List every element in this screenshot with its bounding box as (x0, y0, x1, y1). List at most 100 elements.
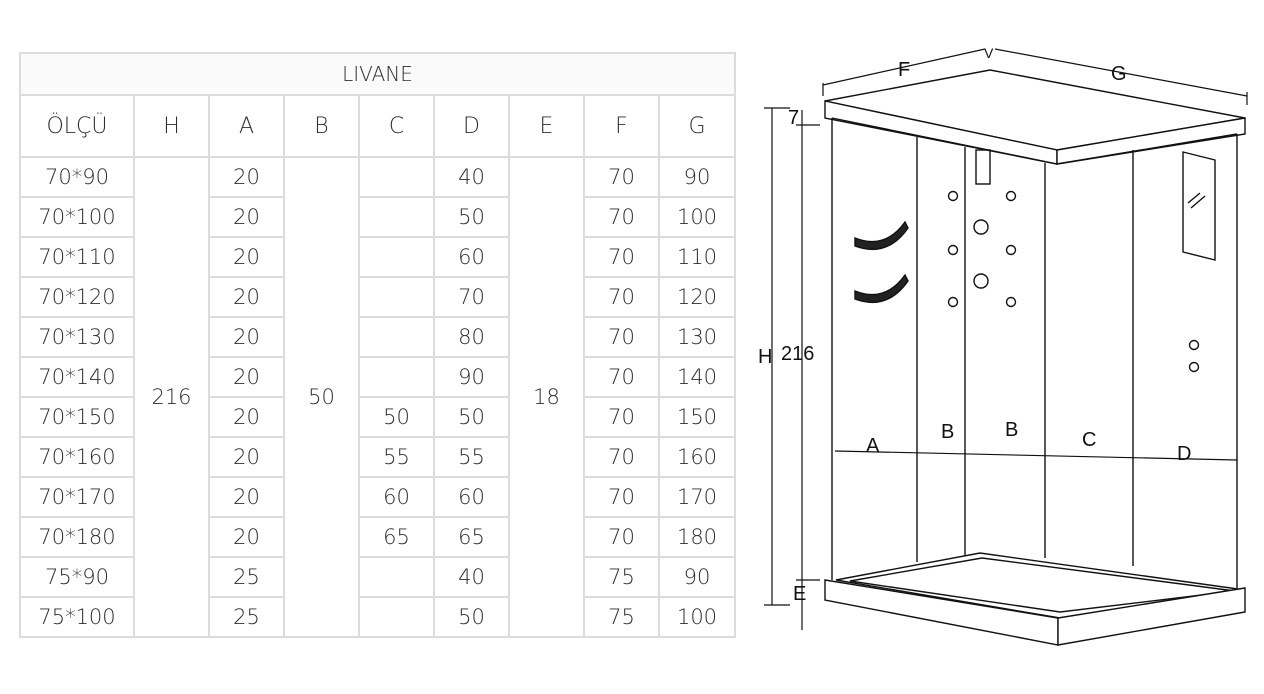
cell-b: 50 (283, 156, 360, 638)
cell-f: 70 (583, 476, 660, 518)
cell-c (358, 356, 435, 398)
label-b2: B (1005, 419, 1018, 441)
cabin-roof-front (824, 100, 1058, 165)
label-b1: B (941, 421, 954, 443)
cell-a: 20 (208, 316, 285, 358)
label-v: V (984, 45, 994, 61)
cell-size: 70*120 (19, 276, 135, 318)
cell-size: 70*90 (19, 156, 135, 198)
cell-a: 20 (208, 156, 285, 198)
cell-a: 20 (208, 476, 285, 518)
shower-cabin-drawing: F G V 7 H 216 E A B B C D (758, 45, 1248, 646)
cell-c (358, 196, 435, 238)
cell-size: 75*90 (19, 556, 135, 598)
cell-c (358, 316, 435, 358)
cell-g: 100 (658, 596, 736, 638)
cell-size: 70*150 (19, 396, 135, 438)
cell-g: 150 (658, 396, 736, 438)
cell-f: 75 (583, 556, 660, 598)
cell-d: 60 (433, 236, 510, 278)
cell-d: 50 (433, 396, 510, 438)
cell-g: 160 (658, 436, 736, 478)
header-c: C (358, 94, 435, 158)
cell-f: 70 (583, 396, 660, 438)
cell-f: 70 (583, 516, 660, 558)
jet-icon (947, 190, 959, 202)
label-d: D (1177, 443, 1191, 465)
cell-g: 120 (658, 276, 736, 318)
cell-a: 20 (208, 236, 285, 278)
cell-size: 70*180 (19, 516, 135, 558)
label-e: E (793, 583, 806, 605)
cell-size: 70*130 (19, 316, 135, 358)
cell-d: 50 (433, 196, 510, 238)
cell-d: 40 (433, 156, 510, 198)
cell-a: 20 (208, 396, 285, 438)
cell-a: 20 (208, 356, 285, 398)
mirror-icon (1182, 151, 1216, 261)
label-c: C (1082, 429, 1096, 451)
header-e: E (508, 94, 585, 158)
cell-c: 65 (358, 516, 435, 558)
cell-c: 50 (358, 396, 435, 438)
cell-size: 70*170 (19, 476, 135, 518)
cell-c (358, 276, 435, 318)
cell-a: 20 (208, 276, 285, 318)
header-size: ÖLÇÜ (19, 94, 135, 158)
cell-d: 80 (433, 316, 510, 358)
cabin-roof-side (1056, 117, 1246, 165)
cell-g: 90 (658, 556, 736, 598)
cell-d: 60 (433, 476, 510, 518)
header-a: A (208, 94, 285, 158)
cell-size: 70*100 (19, 196, 135, 238)
cell-g: 130 (658, 316, 736, 358)
cell-a: 25 (208, 556, 285, 598)
cell-d: 70 (433, 276, 510, 318)
cell-c: 60 (358, 476, 435, 518)
cell-g: 170 (658, 476, 736, 518)
cell-a: 20 (208, 436, 285, 478)
cell-c (358, 236, 435, 278)
cell-c (358, 596, 435, 638)
cell-f: 70 (583, 436, 660, 478)
shower-head-icon (975, 149, 991, 185)
cell-a: 20 (208, 516, 285, 558)
cell-d: 40 (433, 556, 510, 598)
cell-size: 70*140 (19, 356, 135, 398)
cell-d: 90 (433, 356, 510, 398)
cell-f: 75 (583, 596, 660, 638)
shelf-icon (854, 220, 909, 251)
cell-c (358, 556, 435, 598)
cell-a: 20 (208, 196, 285, 238)
label-f: F (898, 59, 910, 81)
cell-c (358, 156, 435, 198)
cell-g: 110 (658, 236, 736, 278)
label-height: 216 (781, 343, 814, 365)
cell-size: 70*110 (19, 236, 135, 278)
cell-d: 65 (433, 516, 510, 558)
cell-g: 180 (658, 516, 736, 558)
cell-f: 70 (583, 276, 660, 318)
cell-f: 70 (583, 196, 660, 238)
cell-f: 70 (583, 316, 660, 358)
header-g: G (658, 94, 736, 158)
cell-f: 70 (583, 236, 660, 278)
cell-size: 75*100 (19, 596, 135, 638)
cell-size: 70*160 (19, 436, 135, 478)
cell-f: 70 (583, 156, 660, 198)
label-h: H (758, 346, 772, 368)
header-h: H (133, 94, 210, 158)
cell-f: 70 (583, 356, 660, 398)
cell-g: 140 (658, 356, 736, 398)
cell-d: 50 (433, 596, 510, 638)
label-a: A (866, 435, 880, 457)
